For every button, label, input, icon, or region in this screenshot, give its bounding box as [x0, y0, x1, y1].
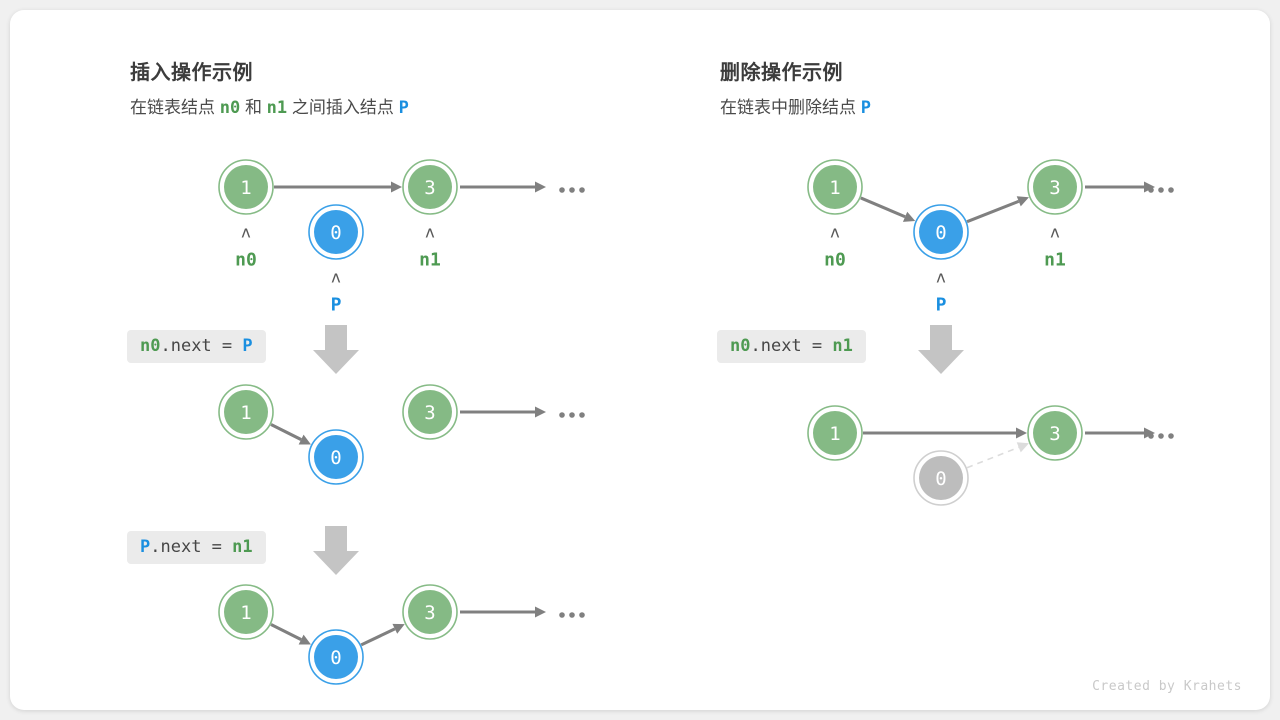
insert-arrow-down-1: [313, 325, 359, 374]
ellipsis-dots: [1148, 433, 1174, 439]
node-value: 3: [1049, 423, 1060, 445]
panel-insert-subtitle: 在链表结点 n0 和 n1 之间插入结点 P: [130, 93, 409, 118]
arrow-n1-to-tail: [1085, 181, 1155, 193]
var-P: P: [860, 98, 871, 118]
arrow-n1-to-tail: [1085, 427, 1155, 439]
var-n0: n0: [140, 336, 161, 356]
node-value: 1: [240, 402, 251, 424]
arrow-n0-to-P: [860, 196, 916, 222]
node-3: 3: [1027, 159, 1083, 215]
arrow-n1-to-tail: [460, 606, 546, 618]
delete-diagram-final: 1 3 0: [807, 405, 1174, 506]
node-value: 0: [330, 647, 341, 669]
text-fragment: 在链表中删除结点: [720, 98, 861, 117]
text-fragment: .next =: [160, 336, 243, 356]
text-fragment: 之间插入结点: [287, 98, 399, 117]
panel-insert: 插入操作示例 在链表结点 n0 和 n1 之间插入结点 P 1 3 0 ʌ n0 ʌ n1 ʌ…: [10, 10, 630, 710]
caret-marker: ʌ: [331, 268, 341, 287]
pointer-label-P: P: [936, 295, 947, 316]
ellipsis-dots: [559, 612, 585, 618]
var-P: P: [242, 336, 253, 356]
caret-marker: ʌ: [241, 223, 251, 242]
caret-marker: ʌ: [425, 223, 435, 242]
node-value: 3: [424, 402, 435, 424]
arrow-P-to-n1: [966, 196, 1029, 224]
diagram-card: 插入操作示例 在链表结点 n0 和 n1 之间插入结点 P 1 3 0 ʌ n0 ʌ n1 ʌ…: [10, 10, 1270, 710]
pointer-label-n1: n1: [419, 250, 441, 271]
arrow-P-to-n1-removed: [966, 442, 1029, 469]
node-3: 3: [402, 159, 458, 215]
arrow-n0-to-n1: [274, 181, 402, 193]
node-1: 1: [807, 159, 863, 215]
node-0: 0: [913, 450, 969, 506]
text-fragment: .next =: [150, 537, 233, 557]
arrow-n1-to-tail: [460, 181, 546, 193]
credit-text: Created by Krahets: [1092, 679, 1242, 694]
node-3: 3: [402, 384, 458, 440]
text-fragment: .next =: [750, 336, 833, 356]
arrow-n1-to-tail: [460, 406, 546, 418]
node-0: 0: [913, 204, 969, 260]
ellipsis-dots: [559, 187, 585, 193]
node-value: 1: [829, 177, 840, 199]
arrow-P-to-n1: [360, 623, 405, 647]
node-value: 1: [240, 177, 251, 199]
text-fragment: 和: [240, 98, 267, 117]
node-value: 0: [330, 447, 341, 469]
var-P: P: [140, 537, 151, 557]
insert-diagram-after-step1: 1 3 0: [218, 384, 585, 485]
ellipsis-dots: [1148, 187, 1174, 193]
insert-code-step2: P.next = n1: [127, 531, 266, 564]
ellipsis-dots: [559, 412, 585, 418]
node-value: 1: [829, 423, 840, 445]
panel-delete-title: 删除操作示例: [720, 62, 843, 84]
caret-marker: ʌ: [830, 223, 840, 242]
pointer-label-n1: n1: [1044, 250, 1066, 271]
node-3: 3: [402, 584, 458, 640]
pointer-label-P: P: [331, 295, 342, 316]
insert-diagram-final: 1 3 0: [218, 584, 585, 685]
caret-marker: ʌ: [936, 268, 946, 287]
arrow-n0-to-P: [270, 423, 311, 445]
node-value: 0: [935, 468, 946, 490]
node-0: 0: [308, 629, 364, 685]
node-0: 0: [308, 204, 364, 260]
caret-marker: ʌ: [1050, 223, 1060, 242]
arrow-n0-to-P: [270, 623, 311, 645]
node-value: 3: [424, 602, 435, 624]
var-P: P: [398, 98, 409, 118]
text-fragment: 在链表结点: [130, 98, 220, 117]
node-value: 3: [424, 177, 435, 199]
node-value: 3: [1049, 177, 1060, 199]
var-n1: n1: [232, 537, 253, 557]
delete-code-step1: n0.next = n1: [717, 330, 866, 363]
node-1: 1: [218, 384, 274, 440]
var-n0: n0: [730, 336, 751, 356]
node-0: 0: [308, 429, 364, 485]
node-3: 3: [1027, 405, 1083, 461]
arrow-n0-to-n1: [863, 427, 1027, 439]
node-value: 1: [240, 602, 251, 624]
delete-arrow-down-1: [918, 325, 964, 374]
insert-code-step1: n0.next = P: [127, 330, 266, 363]
var-n1: n1: [832, 336, 853, 356]
node-1: 1: [807, 405, 863, 461]
panel-delete-subtitle: 在链表中删除结点 P: [720, 93, 871, 118]
node-1: 1: [218, 159, 274, 215]
insert-arrow-down-2: [313, 526, 359, 575]
var-n1: n1: [266, 98, 288, 118]
pointer-label-n0: n0: [824, 250, 846, 271]
node-value: 0: [330, 222, 341, 244]
node-1: 1: [218, 584, 274, 640]
node-value: 0: [935, 222, 946, 244]
var-n0: n0: [219, 98, 241, 118]
panel-insert-title: 插入操作示例: [130, 62, 253, 84]
pointer-label-n0: n0: [235, 250, 257, 271]
